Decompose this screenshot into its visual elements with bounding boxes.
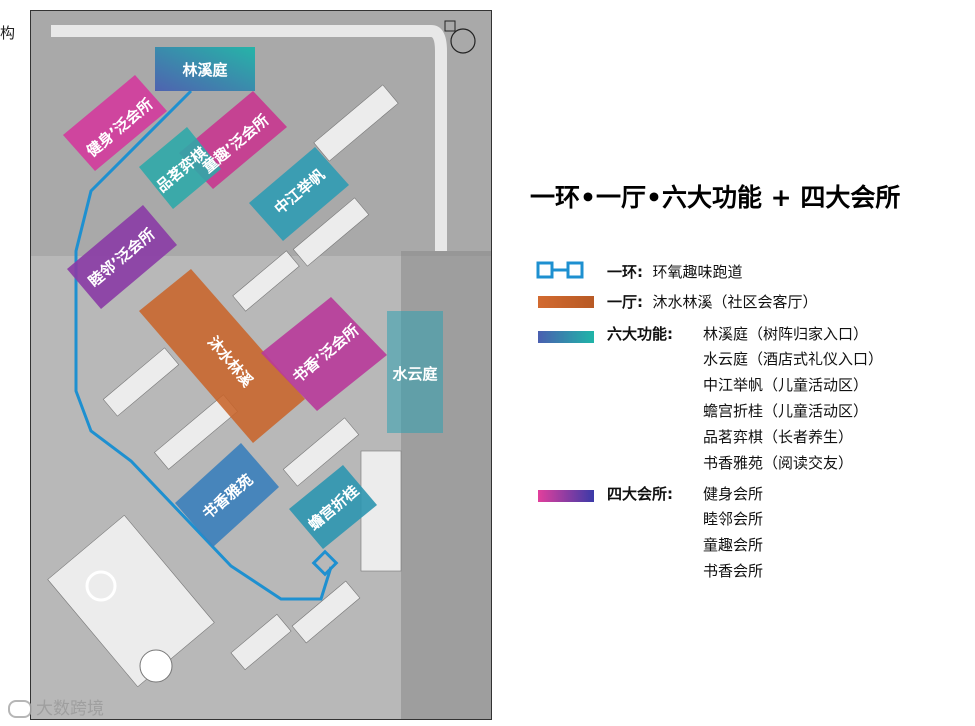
legend-key: 一厅: (607, 293, 643, 311)
six-legend-icon (538, 331, 594, 343)
legend-key: 一环: (607, 263, 643, 281)
zone-label: 林溪庭 (182, 59, 227, 80)
hall-legend-icon (538, 296, 594, 308)
legend-text: 沐水林溪（社区会客厅） (653, 293, 818, 311)
legend-ring: 一环: 环氧趣味跑道 (607, 261, 743, 282)
legend-six-item: 中江举帆（儿童活动区） (703, 374, 868, 395)
page-title: 一环•一厅•六大功能 + 四大会所 (530, 178, 900, 214)
zone-shuiyun: 水云庭 (387, 355, 443, 391)
watermark: 大数跨境 (8, 694, 104, 719)
legend-six-item: 水云庭（酒店式礼仪入口） (703, 348, 883, 369)
legend-key: 四大会所: (607, 485, 673, 503)
legend-hall: 一厅: 沐水林溪（社区会客厅） (607, 291, 818, 312)
legend-four: 四大会所: (607, 483, 673, 504)
four-legend-icon (538, 490, 594, 502)
legend-six-item: 蟾宫折桂（儿童活动区） (703, 400, 868, 421)
legend-six-item: 书香雅苑（阅读交友） (703, 452, 853, 473)
site-plan: 林溪庭 健身’泛会所 童趣’泛会所 品茗弈棋 中江举帆 睦邻’泛会所 沐水林溪 … (30, 10, 492, 720)
legend-six-item: 林溪庭（树阵归家入口） (703, 323, 868, 344)
legend-four-item: 睦邻会所 (703, 508, 763, 529)
legend-six: 六大功能: (607, 323, 673, 344)
legend-four-item: 健身会所 (703, 483, 763, 504)
watermark-text: 大数跨境 (36, 699, 104, 719)
legend-text: 环氧趣味跑道 (653, 263, 743, 281)
legend-four-item: 童趣会所 (703, 534, 763, 555)
ring-legend-icon (536, 261, 586, 279)
legend-key: 六大功能: (607, 325, 673, 343)
zone-label: 水云庭 (392, 363, 437, 384)
corner-text: 构 (0, 22, 15, 43)
zone-linxiting: 林溪庭 (155, 47, 255, 91)
legend-four-item: 书香会所 (703, 560, 763, 581)
watermark-logo-icon (8, 700, 32, 718)
legend-six-item: 品茗弈棋（长者养生） (703, 426, 853, 447)
